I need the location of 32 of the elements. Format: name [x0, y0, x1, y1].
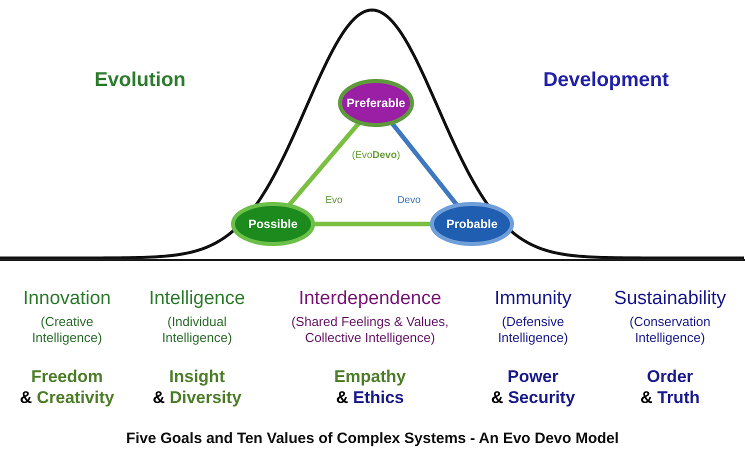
- goal-description: (Shared Feelings & Values, Collective Intelligence): [290, 314, 450, 346]
- value-word: Power: [506, 366, 560, 388]
- connector-line: [390, 121, 460, 207]
- ellipse-node: Preferable: [337, 78, 415, 128]
- ellipse-node: Probable: [429, 201, 515, 247]
- value-word: Order: [646, 366, 694, 388]
- side-label: Evo: [324, 195, 344, 208]
- triangle-label: (EvoDevo): [350, 150, 402, 162]
- value-word: & Ethics: [334, 387, 406, 408]
- goal-heading: Interdependence: [298, 287, 442, 311]
- value-word: & Creativity: [18, 387, 116, 408]
- goal-heading: Immunity: [493, 287, 573, 311]
- section-heading: Development: [542, 68, 670, 93]
- side-label: Devo: [396, 195, 422, 208]
- section-heading: Evolution: [93, 68, 187, 93]
- goal-description: (Individual Intelligence): [160, 314, 234, 346]
- goal-description: (Defensive Intelligence): [496, 314, 570, 346]
- goal-description: (Conservation Intelligence): [628, 314, 712, 346]
- value-word: & Security: [490, 387, 576, 408]
- connector-line: [313, 222, 432, 226]
- ellipse-node: Possible: [230, 201, 316, 247]
- goal-description: (Creative Intelligence): [30, 314, 104, 346]
- value-word: Empathy: [333, 366, 407, 388]
- caption: Five Goals and Ten Values of Complex Systems - An Evo Devo Model: [125, 430, 620, 449]
- value-word: & Diversity: [152, 387, 242, 408]
- goal-heading: Intelligence: [148, 287, 246, 311]
- value-word: Insight: [168, 366, 226, 388]
- connector-line: [286, 121, 362, 208]
- goal-heading: Sustainability: [613, 287, 727, 311]
- goal-heading: Innovation: [22, 287, 112, 311]
- value-word: Freedom: [30, 366, 104, 388]
- value-word: & Truth: [639, 387, 701, 408]
